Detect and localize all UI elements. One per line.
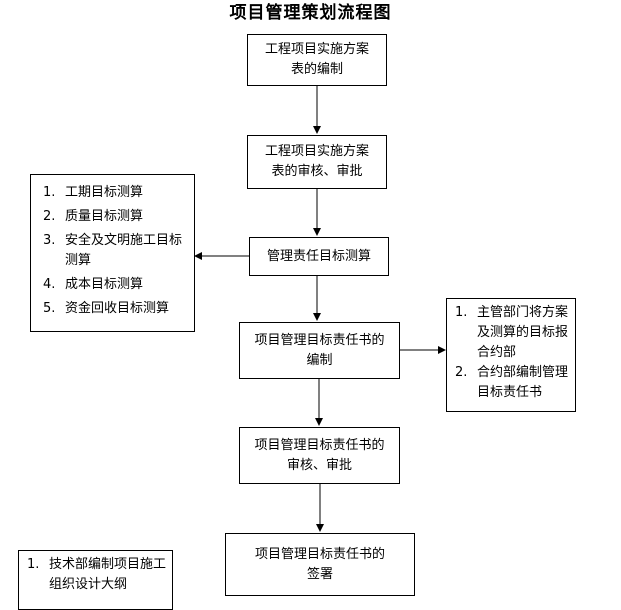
flow-step-plan-review: 工程项目实施方案 表的审核、审批 [247, 135, 387, 189]
list-item-text: 合约部编制管理目标责任书 [477, 365, 569, 400]
flow-arrows [194, 86, 446, 532]
page-title: 项目管理策划流程图 [229, 3, 392, 23]
list-item: 1. 工期目标测算 [43, 183, 190, 203]
list-item: 1. 技术部编制项目施工组织设计大纲 [27, 555, 168, 595]
list-item-number: 2. [43, 209, 56, 224]
list-item: 2. 质量目标测算 [43, 207, 190, 227]
list-item-text: 主管部门将方案及测算的目标报合约部 [477, 305, 569, 360]
flow-step-responsibility-letter-review: 项目管理目标责任书的 审核、审批 [239, 427, 400, 484]
list-item-number: 3. [43, 233, 56, 248]
list-item-number: 5. [43, 301, 56, 316]
flow-step-responsibility-letter-signing: 项目管理目标责任书的 签署 [225, 533, 415, 596]
step-label-line: 项目管理目标责任书的 [254, 332, 385, 348]
list-item: 4. 成本目标测算 [43, 275, 190, 295]
flow-step-plan-preparation: 工程项目实施方案 表的编制 [247, 34, 387, 86]
list-item: 3. 安全及文明施工目标测算 [43, 231, 190, 271]
flow-step-responsibility-letter-preparation: 项目管理目标责任书的 编制 [239, 322, 400, 379]
list-item-text: 技术部编制项目施工组织设计大纲 [49, 557, 167, 592]
list-item-text: 工期目标测算 [65, 185, 144, 200]
list-item: 5. 资金回收目标测算 [43, 299, 190, 319]
target-estimation-list: 1. 工期目标测算 2. 质量目标测算 3. 安全及文明施工目标测算 4. 成本目标测算… [30, 174, 195, 332]
step-label-line: 审核、审批 [286, 457, 352, 473]
step-label-line: 管理责任目标测算 [266, 248, 371, 264]
step-label-line: 签署 [306, 566, 333, 582]
contract-department-notes: 1. 主管部门将方案及测算的目标报合约部 2. 合约部编制管理目标责任书 [446, 298, 576, 412]
list-item-number: 1. [43, 185, 56, 200]
list-item-text: 资金回收目标测算 [65, 301, 170, 316]
list-item: 2. 合约部编制管理目标责任书 [455, 363, 571, 403]
step-label-line: 编制 [306, 352, 333, 368]
list-item-text: 质量目标测算 [65, 209, 144, 224]
list-item-text: 安全及文明施工目标测算 [65, 233, 183, 268]
list-item: 1. 主管部门将方案及测算的目标报合约部 [455, 303, 571, 363]
step-label-line: 项目管理目标责任书的 [254, 437, 385, 453]
list-item-text: 成本目标测算 [65, 277, 144, 292]
list-item-number: 1. [27, 557, 40, 572]
step-label-line: 工程项目实施方案 [264, 42, 369, 57]
list-item-number: 2. [455, 365, 468, 380]
step-label-line: 表的审核、审批 [271, 164, 363, 179]
technical-department-notes: 1. 技术部编制项目施工组织设计大纲 [18, 550, 173, 610]
step-label-line: 项目管理目标责任书的 [254, 546, 385, 562]
list-item-number: 1. [455, 305, 468, 320]
list-item-number: 4. [43, 277, 56, 292]
step-label-line: 表的编制 [290, 62, 343, 77]
step-label-line: 工程项目实施方案 [264, 144, 369, 159]
flow-step-target-estimation: 管理责任目标测算 [249, 237, 389, 276]
